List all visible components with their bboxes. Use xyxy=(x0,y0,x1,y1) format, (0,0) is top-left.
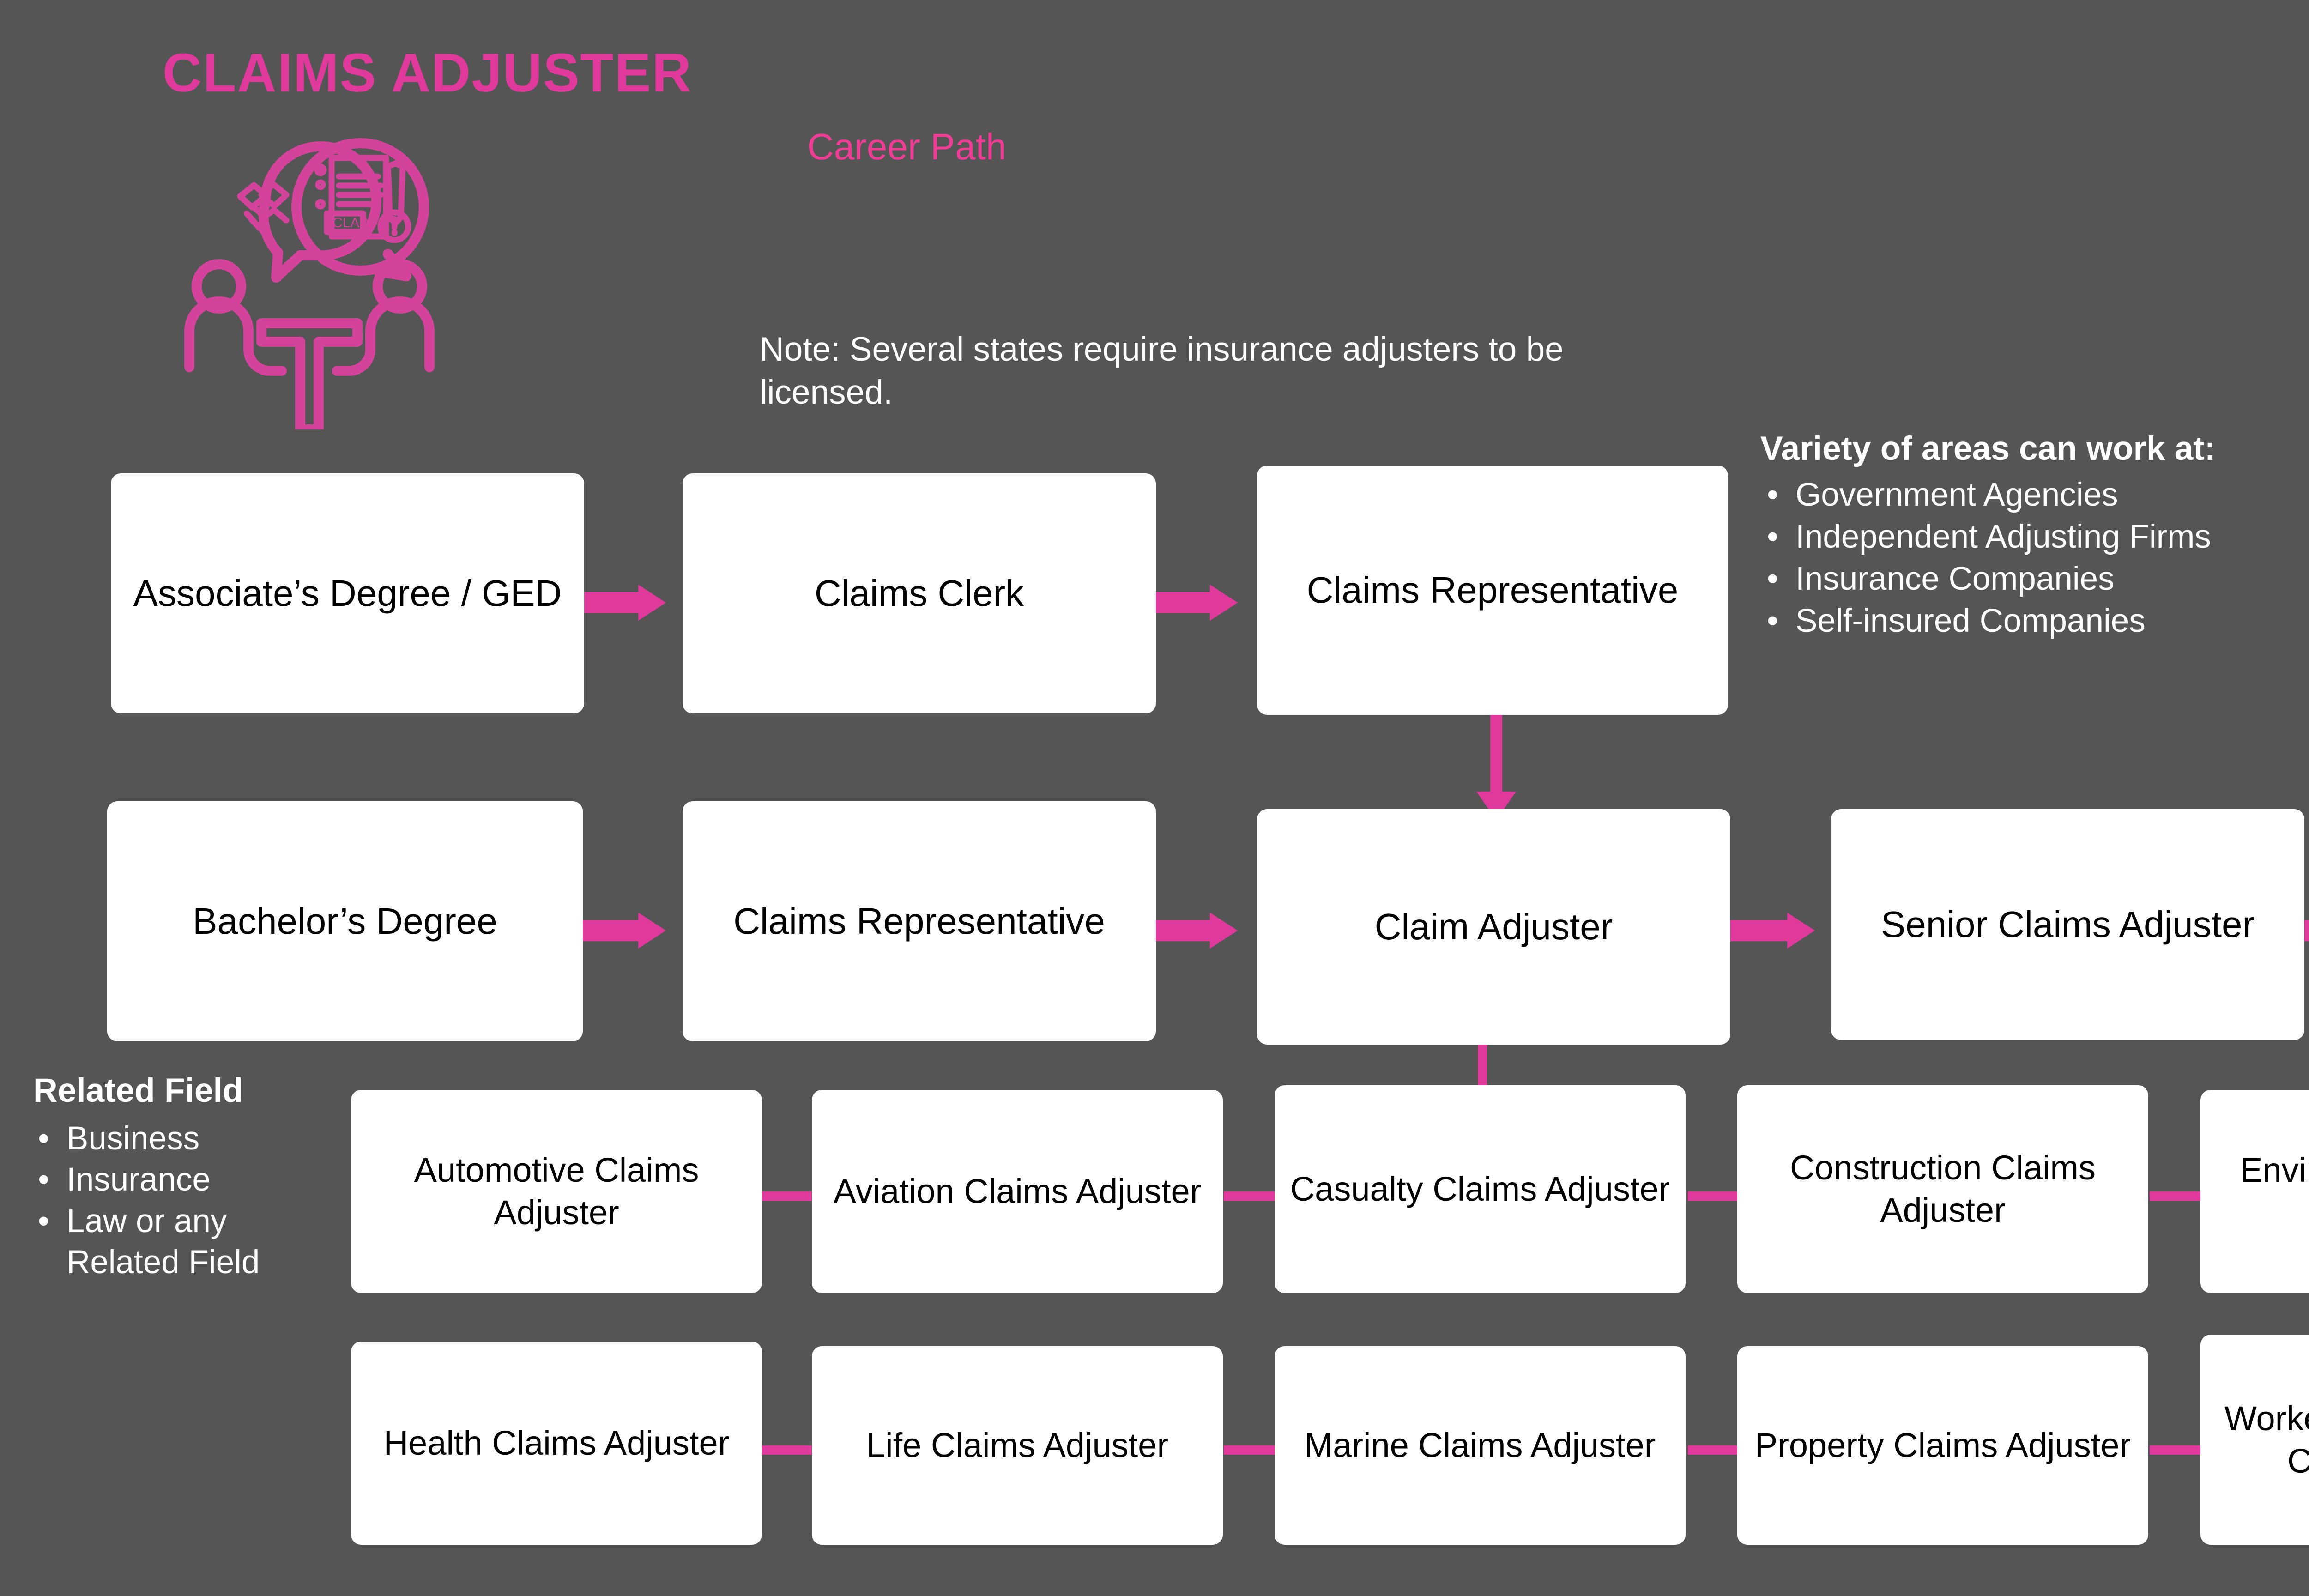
node-claims-representative-mid[interactable]: Claims Representative xyxy=(683,801,1156,1041)
list-item: Business xyxy=(33,1118,347,1160)
node-claims-representative-top[interactable]: Claims Representative xyxy=(1257,466,1728,715)
connector-marine-property xyxy=(1688,1445,1739,1455)
related-field-panel: Related Field Business Insurance Law or … xyxy=(33,1071,347,1283)
list-item: Government Agencies xyxy=(1760,474,2309,516)
node-aviation-claims-adjuster[interactable]: Aviation Claims Adjuster xyxy=(812,1090,1223,1293)
list-item: Independent Adjusting Firms xyxy=(1760,516,2309,558)
connector-property-workers xyxy=(2150,1445,2200,1455)
list-item: Insurance Companies xyxy=(1760,558,2309,600)
node-associate-degree[interactable]: Associate’s Degree / GED xyxy=(111,473,584,713)
list-item: Insurance xyxy=(33,1159,347,1201)
node-life-claims-adjuster[interactable]: Life Claims Adjuster xyxy=(812,1346,1223,1545)
list-item: Self-insured Companies xyxy=(1760,600,2309,642)
arrow-associate-to-clerk xyxy=(578,577,684,628)
arrow-claims-rep-to-claim-adjuster-h xyxy=(1150,905,1256,956)
node-environmental-claims-adjuster[interactable]: Environmental Claims Adjuster xyxy=(2200,1090,2309,1293)
node-property-claims-adjuster[interactable]: Property Claims Adjuster xyxy=(1737,1346,2148,1545)
connector-automotive-aviation xyxy=(762,1191,813,1201)
connector-health-life xyxy=(762,1445,813,1455)
variety-of-areas-panel: Variety of areas can work at: Government… xyxy=(1760,429,2309,642)
node-claim-adjuster[interactable]: Claim Adjuster xyxy=(1257,809,1730,1045)
connector-construction-environmental xyxy=(2150,1191,2200,1201)
node-marine-claims-adjuster[interactable]: Marine Claims Adjuster xyxy=(1275,1346,1686,1545)
node-automotive-claims-adjuster[interactable]: Automotive Claims Adjuster xyxy=(351,1090,762,1293)
connector-life-marine xyxy=(1224,1445,1275,1455)
arrow-bachelor-to-claims-rep xyxy=(578,905,684,956)
related-field-list: Business Insurance Law or any Related Fi… xyxy=(33,1118,347,1283)
related-field-title: Related Field xyxy=(33,1072,243,1109)
node-workers-compensation-claims-adjuster[interactable]: Workers' Compensation Claims Adjuster xyxy=(2200,1335,2309,1545)
arrow-clerk-to-claims-rep xyxy=(1150,577,1256,628)
page-subtitle: Career Path xyxy=(807,126,1007,167)
node-casualty-claims-adjuster[interactable]: Casualty Claims Adjuster xyxy=(1275,1085,1686,1293)
node-bachelor-degree[interactable]: Bachelor’s Degree xyxy=(107,801,583,1041)
svg-text:CLAIM: CLAIM xyxy=(332,215,375,230)
variety-list: Government Agencies Independent Adjustin… xyxy=(1760,474,2309,642)
licensing-note: Note: Several states require insurance a… xyxy=(760,331,1564,411)
connector-claim-adjuster-to-casualty xyxy=(1478,1044,1487,1094)
claims-consultation-icon: CLAIM xyxy=(171,115,448,429)
arrow-claim-adjuster-to-senior xyxy=(1727,905,1833,956)
list-item: Law or any Related Field xyxy=(33,1201,347,1283)
node-health-claims-adjuster[interactable]: Health Claims Adjuster xyxy=(351,1342,762,1545)
page-title: CLAIMS ADJUSTER xyxy=(163,42,692,103)
connector-casualty-construction xyxy=(1688,1191,1739,1201)
arrow-senior-to-supervisor xyxy=(2304,905,2309,956)
node-construction-claims-adjuster[interactable]: Construction Claims Adjuster xyxy=(1737,1085,2148,1293)
arrow-claims-rep-to-claim-adjuster xyxy=(1466,709,1526,834)
connector-aviation-casualty xyxy=(1224,1191,1275,1201)
variety-title: Variety of areas can work at: xyxy=(1760,430,2216,467)
node-senior-claims-adjuster[interactable]: Senior Claims Adjuster xyxy=(1831,809,2304,1040)
node-claims-clerk[interactable]: Claims Clerk xyxy=(683,473,1156,713)
